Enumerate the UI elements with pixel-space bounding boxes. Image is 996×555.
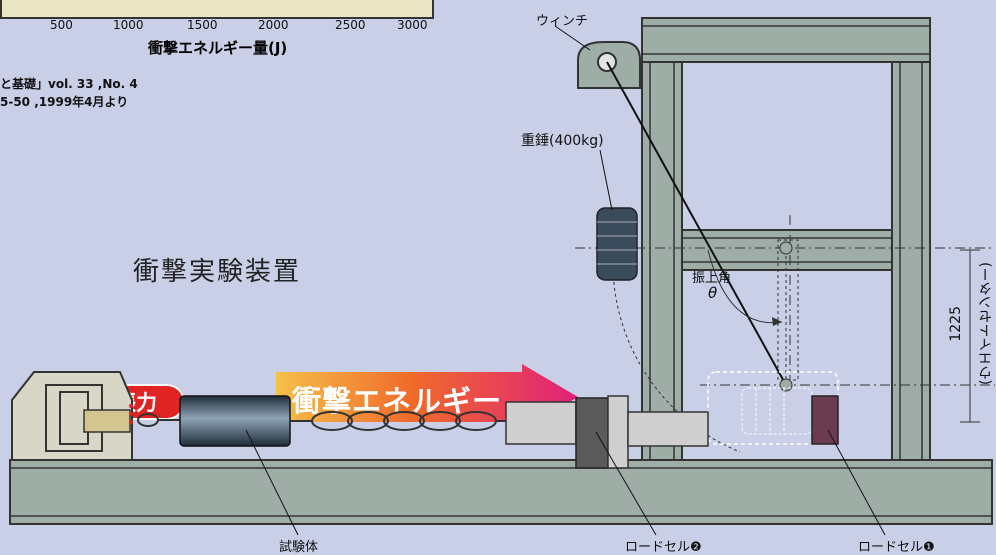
x-tick: 3000 [397, 18, 428, 32]
winch-label: ウィンチ [536, 14, 589, 29]
chain [290, 411, 506, 431]
x-tick: 2500 [335, 18, 366, 32]
reference-line-2: 5-50 ,1999年4月より [0, 95, 129, 109]
loadcell-1 [811, 395, 839, 445]
loadcell-2-label: ロードセル❷ [625, 540, 702, 555]
x-tick: 1000 [113, 18, 144, 32]
clamp [11, 371, 133, 461]
x-tick: 500 [50, 18, 73, 32]
x-tick: 1500 [187, 18, 218, 32]
frame [641, 17, 931, 461]
x-tick: 2000 [258, 18, 289, 32]
loadcell-1-label: ロードセル❶ [858, 540, 935, 555]
weight-raised [596, 207, 638, 281]
base-beam [9, 459, 993, 525]
loadcell-2 [575, 397, 609, 469]
specimen [179, 395, 291, 447]
theta-symbol: θ [708, 284, 718, 302]
diagram-title: 衝撃実験装置 [133, 257, 302, 287]
weight-label: 重錘(400kg) [521, 133, 604, 149]
dimension-value: 1225 [948, 306, 964, 342]
angle-label: 振上角 [692, 271, 732, 286]
reference-line-1: と基礎」vol. 33 ,No. 4 [0, 77, 138, 91]
weight-center-label: (ウエイトセンター) [978, 262, 994, 385]
x-axis-label: 衝撃エネルギー量(J) [148, 39, 288, 57]
energy-arrow [276, 364, 578, 430]
chart-axis-strip [0, 0, 434, 19]
specimen-label: 試験体 [279, 540, 319, 555]
